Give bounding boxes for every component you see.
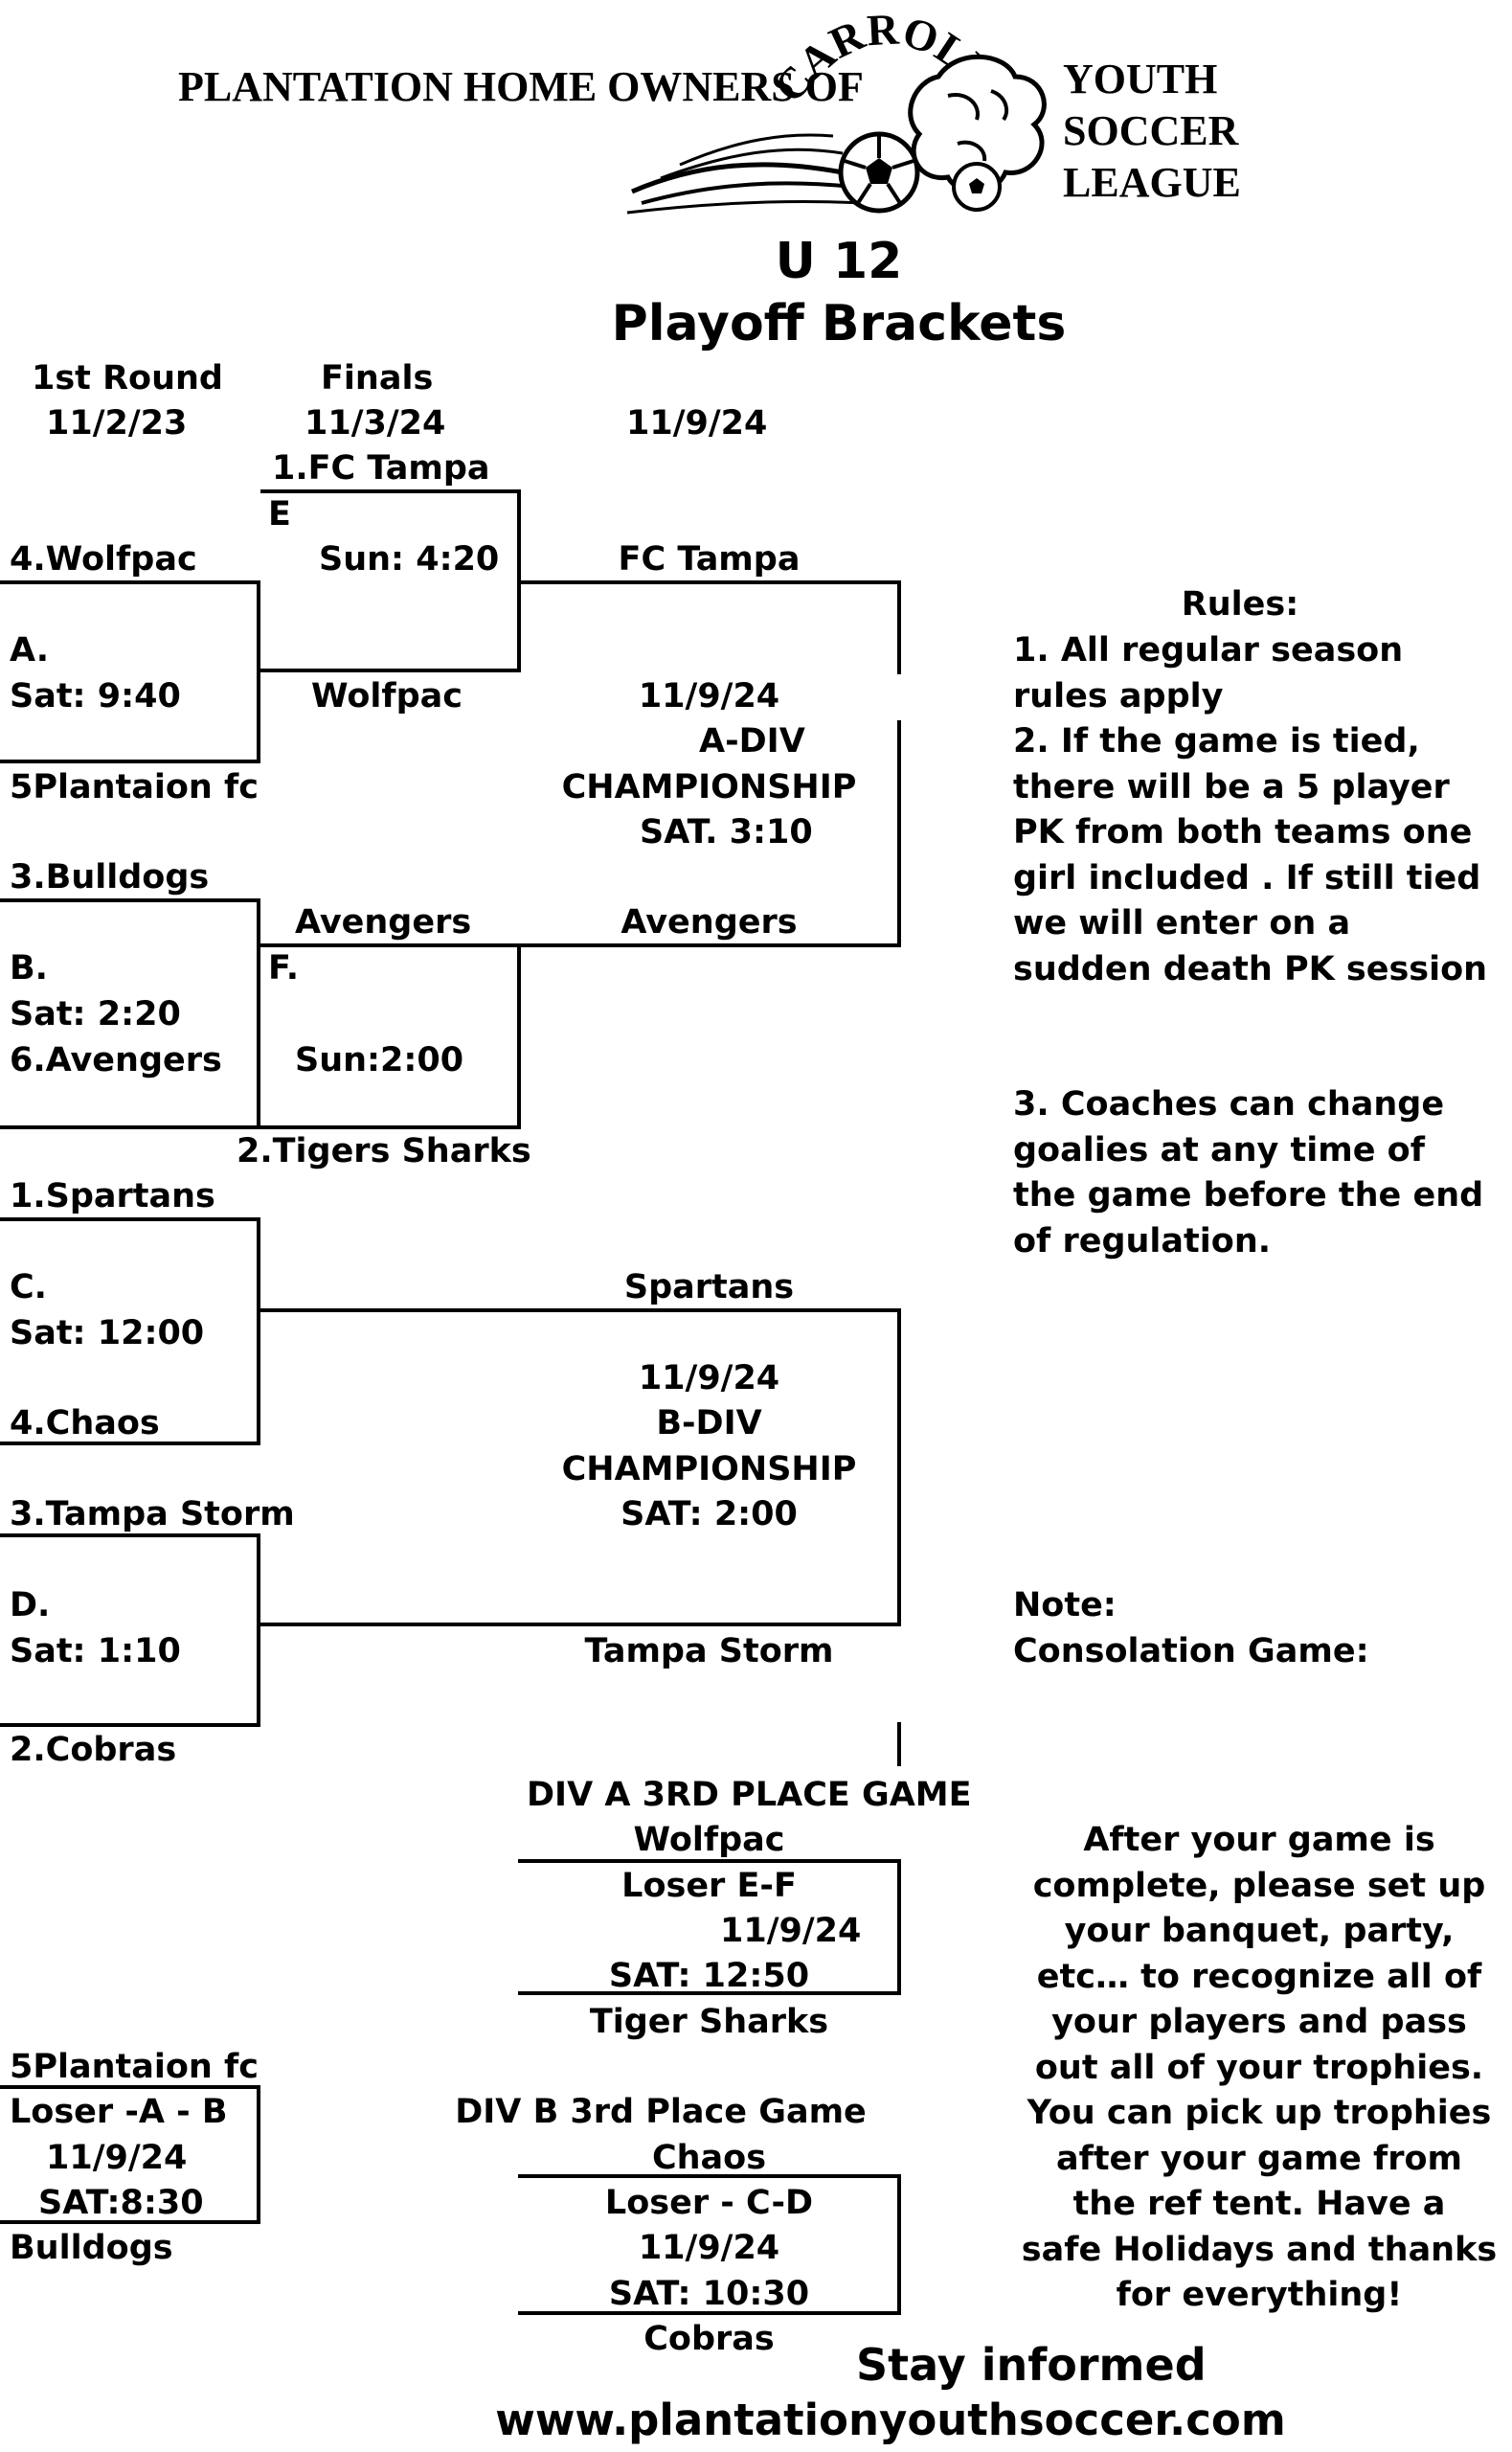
note-line: for everything! bbox=[1116, 2276, 1403, 2314]
bdiv-top-team: Spartans bbox=[623, 1268, 795, 1306]
note-line: etc… to recognize all of bbox=[1036, 1957, 1482, 1996]
bdiv-division: B-DIV bbox=[656, 1404, 762, 1442]
bdiv-bottom-team: Tampa Storm bbox=[584, 1632, 834, 1670]
rules-line: goalies at any time of bbox=[1013, 1130, 1425, 1169]
org-name-soccer: SOCCER bbox=[1063, 107, 1239, 154]
semi-e-winner-a: Wolfpac bbox=[311, 677, 463, 715]
bdiv-time: SAT: 2:00 bbox=[621, 1495, 798, 1533]
org-name-youth: YOUTH bbox=[1063, 56, 1218, 102]
r1-c-top-team: 1.Spartans bbox=[10, 1177, 215, 1215]
rules-list: 1. All regular season rules apply 2. If … bbox=[1013, 628, 1487, 992]
rules-line: there will be a 5 player bbox=[1013, 767, 1450, 806]
consolation-top-team: 5Plantaion fc bbox=[10, 2048, 260, 2086]
diva-third-top-team: Wolfpac bbox=[633, 1821, 785, 1859]
consolation-bottom-team: Bulldogs bbox=[10, 2229, 173, 2267]
r1-b-top-team: 3.Bulldogs bbox=[10, 858, 210, 897]
divb-third-bottom-team: Cobras bbox=[643, 2320, 775, 2358]
r1-c-bottom-team: 4.Chaos bbox=[10, 1404, 160, 1442]
col-round1-date: 11/2/23 bbox=[46, 404, 188, 443]
note-line: After your game is bbox=[1083, 1821, 1435, 1859]
consolation-time: SAT:8:30 bbox=[38, 2184, 204, 2222]
adiv-title: CHAMPIONSHIP bbox=[561, 768, 857, 806]
rules-line: 2. If the game is tied, bbox=[1013, 722, 1420, 761]
note-subtitle: Consolation Game: bbox=[1013, 1632, 1369, 1670]
col-championship-date: 11/9/24 bbox=[626, 404, 768, 443]
note-line: after your game from bbox=[1055, 2139, 1463, 2178]
r1-a-top-team: 4.Wolfpac bbox=[10, 540, 197, 579]
consolation-sub: Loser -A - B bbox=[10, 2093, 228, 2131]
semi-e-top-team: 1.FC Tampa bbox=[272, 449, 490, 488]
divb-third-top-team: Chaos bbox=[651, 2139, 767, 2177]
semi-f-label: F. bbox=[268, 949, 300, 988]
r1-c-time: Sat: 12:00 bbox=[10, 1314, 205, 1352]
adiv-time: SAT. 3:10 bbox=[640, 813, 813, 851]
semi-e-label: E bbox=[268, 495, 291, 534]
semi-e-time: Sun: 4:20 bbox=[319, 540, 500, 579]
col-finals-label: Finals bbox=[321, 359, 434, 397]
r1-d-time: Sat: 1:10 bbox=[10, 1632, 181, 1670]
bdiv-date: 11/9/24 bbox=[638, 1359, 780, 1397]
divb-third-time: SAT: 10:30 bbox=[608, 2275, 810, 2313]
r1-d-label: D. bbox=[10, 1586, 51, 1624]
rules-line: sudden death PK session bbox=[1013, 949, 1488, 988]
rules-line: rules apply bbox=[1013, 676, 1224, 715]
r1-d-top-team: 3.Tampa Storm bbox=[10, 1495, 295, 1533]
rules-line: the game before the end bbox=[1013, 1176, 1484, 1215]
adiv-top-team: FC Tampa bbox=[618, 540, 801, 579]
bdiv-title: CHAMPIONSHIP bbox=[561, 1450, 857, 1488]
note-line: your players and pass bbox=[1051, 2003, 1467, 2041]
r1-b-time: Sat: 2:20 bbox=[10, 995, 181, 1033]
soccer-ball-logo-icon: CARROLLWOOD bbox=[622, 0, 1047, 215]
adiv-division: A-DIV bbox=[699, 722, 805, 761]
footer-tagline: Stay informed bbox=[856, 2339, 1207, 2391]
rules-title: Rules: bbox=[1181, 585, 1299, 624]
r1-a-time: Sat: 9:40 bbox=[10, 677, 181, 715]
rules-line: girl included . If still tied bbox=[1013, 858, 1481, 897]
semi-f-time: Sun:2:00 bbox=[295, 1041, 464, 1079]
diva-third-title: DIV A 3RD PLACE GAME bbox=[527, 1776, 972, 1814]
diva-third-sub: Loser E-F bbox=[621, 1867, 797, 1905]
diva-third-bottom-team: Tiger Sharks bbox=[589, 2003, 829, 2041]
age-group: U 12 bbox=[775, 233, 903, 290]
rules-line: we will enter on a bbox=[1013, 904, 1351, 942]
page-title: Playoff Brackets bbox=[611, 295, 1067, 352]
note-line: safe Holidays and thanks bbox=[1021, 2230, 1498, 2269]
org-name-league: LEAGUE bbox=[1063, 159, 1241, 206]
r1-a-bottom-team: 5Plantaion fc bbox=[10, 768, 260, 806]
semi-f-bottom-team: 2.Tigers Sharks bbox=[237, 1132, 531, 1170]
org-name-left: PLANTATION HOME OWNERS OF bbox=[178, 63, 864, 110]
rules-line: of regulation. bbox=[1013, 1221, 1272, 1260]
note-line: the ref tent. Have a bbox=[1072, 2185, 1446, 2223]
divb-third-title: DIV B 3rd Place Game bbox=[455, 2093, 867, 2131]
r1-d-bottom-team: 2.Cobras bbox=[10, 1731, 177, 1769]
divb-third-sub: Loser - C-D bbox=[604, 2184, 814, 2222]
diva-third-date: 11/9/24 bbox=[720, 1912, 862, 1950]
footer-url[interactable]: www.plantationyouthsoccer.com bbox=[495, 2395, 1286, 2445]
r1-a-label: A. bbox=[10, 631, 50, 670]
note-line: You can pick up trophies bbox=[1027, 2094, 1492, 2132]
adiv-bottom-team: Avengers bbox=[621, 903, 798, 942]
rules-list-2: 3. Coaches can change goalies at any tim… bbox=[1013, 1082, 1483, 1264]
divb-third-date: 11/9/24 bbox=[638, 2229, 780, 2267]
note-line: your banquet, party, bbox=[1064, 1912, 1455, 1950]
r1-b-bottom-team: 6.Avengers bbox=[10, 1041, 222, 1079]
r1-b-label: B. bbox=[10, 949, 48, 988]
r1-c-label: C. bbox=[10, 1268, 47, 1306]
note-line: out all of your trophies. bbox=[1034, 2048, 1484, 2087]
consolation-date: 11/9/24 bbox=[46, 2139, 188, 2177]
diva-third-time: SAT: 12:50 bbox=[608, 1957, 810, 1995]
note-body: After your game is complete, please set … bbox=[1015, 1818, 1503, 2319]
col-round1-label: 1st Round bbox=[32, 359, 223, 397]
rules-line: PK from both teams one bbox=[1013, 813, 1473, 851]
note-line: complete, please set up bbox=[1032, 1866, 1486, 1905]
rules-line: 1. All regular season bbox=[1013, 631, 1404, 670]
col-finals-date: 11/3/24 bbox=[305, 404, 446, 443]
note-title: Note: bbox=[1013, 1586, 1117, 1624]
semi-f-winner-b: Avengers bbox=[295, 903, 472, 942]
rules-line: 3. Coaches can change bbox=[1013, 1085, 1445, 1124]
adiv-date: 11/9/24 bbox=[638, 677, 780, 715]
